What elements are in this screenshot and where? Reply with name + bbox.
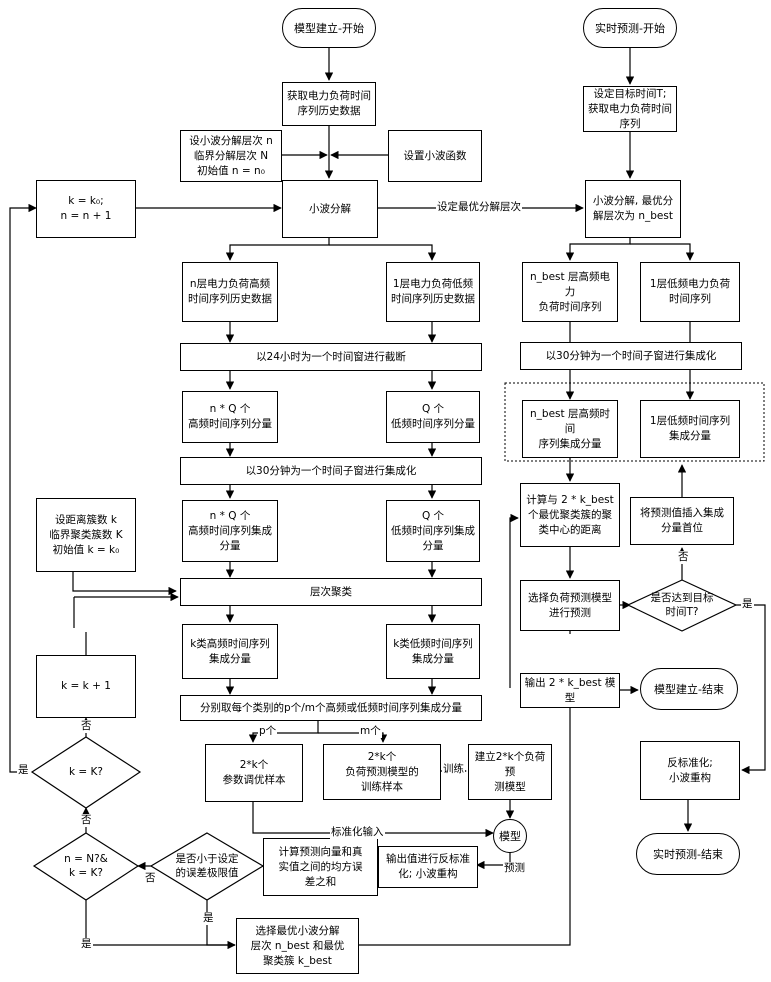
label-predict: 预测 [503,862,526,875]
wavelet-decomposition-best: 小波分解, 最优分 解层次为 n_best [585,180,681,238]
wavelet-decomposition: 小波分解 [282,180,378,238]
label-train: 训练 [442,763,465,776]
hf-integrated-realtime: n_best 层高频时间 序列集成分量 [522,400,618,458]
label-set-opt-level: 设定最优分解层次 [436,201,522,214]
model-node: 模型 [493,819,527,853]
hf-history-series: n层电力负荷高频 时间序列历史数据 [182,262,278,322]
label-p-count: p个 [258,725,277,738]
k-init-n-increment: k = k₀; n = n + 1 [36,180,136,238]
integrate-30min-window: 以30分钟为一个时间子窗进行集成化 [180,457,482,485]
inverse-output: 输出值进行反标准 化; 小波重构 [378,846,478,888]
training-samples: 2*k个 负荷预测模型的 训练样本 [323,744,441,800]
label-no-k-eq-K: 否 [80,720,93,733]
insert-prediction: 将预测值插入集成 分量首位 [630,497,734,545]
hierarchical-clustering: 层次聚类 [180,578,482,606]
label-no-n-eq-N: 否 [80,814,93,827]
split-each-class: 分别取每个类别的p个/m个高频或低频时间序列集成分量 [180,695,482,721]
set-target-time: 设定目标时间T; 获取电力负荷时间 序列 [583,86,677,132]
build-models: 建立2*k个负荷预 测模型 [468,744,552,800]
truncate-24h-window: 以24小时为一个时间窗进行截断 [180,343,482,371]
label-std-input: 标准化输入 [330,826,385,839]
inverse-realtime: 反标准化; 小波重构 [640,741,740,800]
start-build-terminal: 模型建立-开始 [282,8,376,48]
select-best: 选择最优小波分解 层次 n_best 和最优 聚类簇 k_best [236,918,359,974]
select-model-predict: 选择负荷预测模型 进行预测 [520,580,620,631]
k-increment: k = k + 1 [36,655,136,718]
label-yes-n-eq-N: 是 [80,938,93,951]
tuning-samples: 2*k个 参数调优样本 [205,744,303,802]
output-best-model: 输出 2 * k_best 模型 [520,673,620,708]
lf-components: Q 个 低频时间序列分量 [386,391,480,443]
set-decomposition-levels: 设小波分解层次 n 临界分解层次 N 初始值 n = n₀ [180,130,282,182]
k-class-lf-components: k类低频时间序列 集成分量 [386,624,480,679]
calc-mse: 计算预测向量和真 实值之间的均方误 差之和 [263,838,378,896]
lf-integrated-realtime: 1层低频时间序列 集成分量 [640,400,740,458]
get-history-data: 获取电力负荷时间 序列历史数据 [282,82,376,126]
start-realtime-terminal: 实时预测-开始 [583,8,677,48]
lf-integrated-components: Q 个 低频时间序列集成 分量 [386,500,480,562]
hf-components: n * Q 个 高频时间序列分量 [182,391,278,443]
hf-integrated-components: n * Q 个 高频时间序列集成 分量 [182,500,278,562]
lf-history-series: 1层电力负荷低频 时间序列历史数据 [386,262,480,322]
lf-realtime-series: 1层低频电力负荷 时间序列 [640,262,740,322]
label-no-reach-target: 否 [677,551,690,564]
label-m-count: m个 [359,725,382,738]
label-yes-reach-target: 是 [741,598,754,611]
label-yes-error: 是 [202,912,215,925]
k-class-hf-components: k类高频时间序列 集成分量 [182,624,278,679]
hf-realtime-series: n_best 层高频电力 负荷时间序列 [522,262,618,322]
set-wavelet-function: 设置小波函数 [388,130,482,182]
label-yes-k-eq-K: 是 [17,764,30,777]
decision-error-limit: 是否小于设定 的误差极限值 [157,850,257,882]
calc-distance: 计算与 2 * k_best 个最优聚类簇的聚 类中心的距离 [520,483,620,547]
decision-n-eq-N: n = N?& k = K? [44,850,128,882]
integrate-30min-realtime: 以30分钟为一个时间子窗进行集成化 [520,342,742,370]
decision-k-eq-K: k = K? [42,757,130,787]
decision-reach-target: 是否达到目标 时间T? [636,590,728,620]
label-no-error: 否 [144,872,157,885]
set-cluster-counts: 设距离簇数 k 临界聚类簇数 K 初始值 k = k₀ [36,498,136,572]
end-build-terminal: 模型建立-结束 [640,668,738,710]
end-realtime-terminal: 实时预测-结束 [636,833,740,875]
